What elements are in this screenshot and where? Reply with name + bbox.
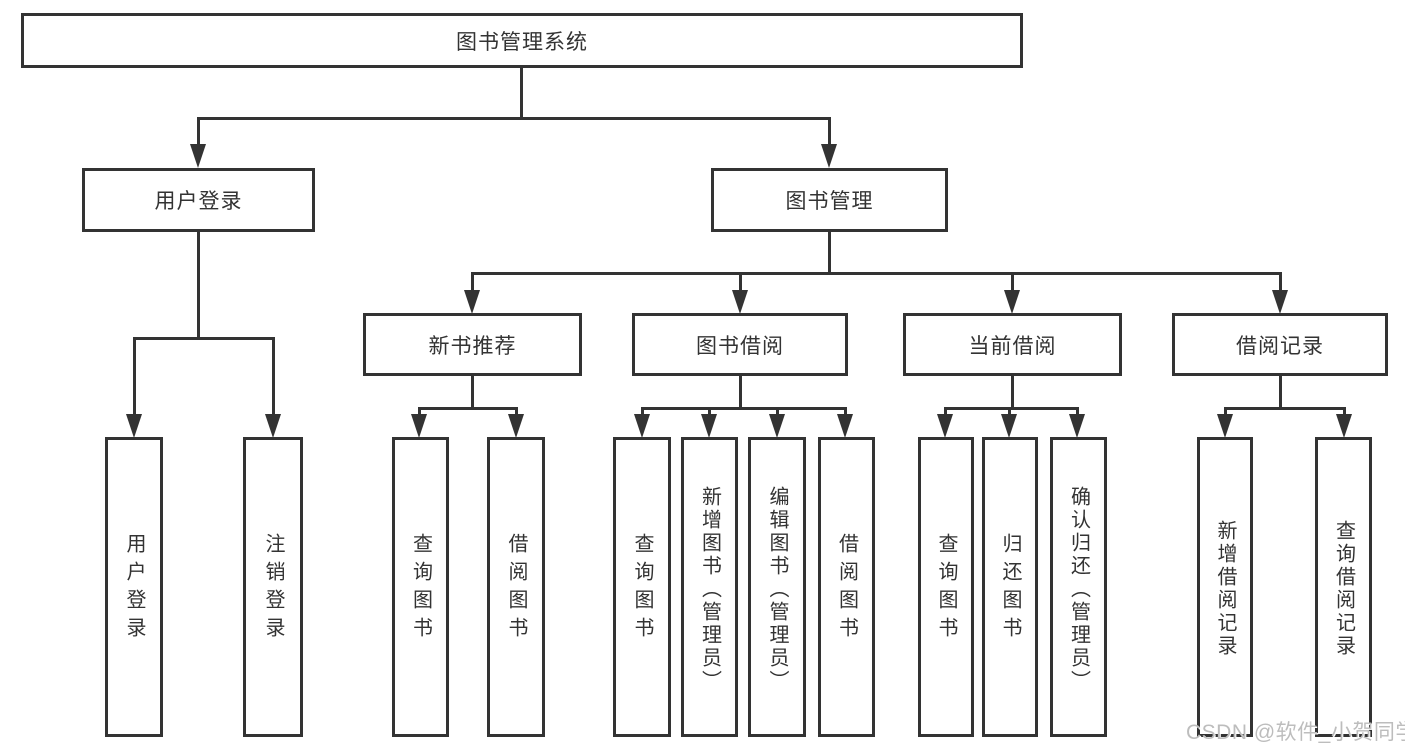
connector-line	[1279, 272, 1282, 292]
connector-line	[515, 407, 518, 419]
connector-line	[739, 272, 742, 292]
arrowhead-down	[1217, 414, 1233, 438]
connector-line	[418, 407, 421, 419]
arrowhead-down	[265, 414, 281, 438]
leaf-user-login: 用户登录	[105, 437, 163, 737]
connector-line	[828, 117, 831, 147]
connector-line	[520, 66, 523, 120]
connector-line	[1011, 272, 1014, 292]
arrowhead-down	[1336, 414, 1352, 438]
connector-line	[197, 117, 830, 120]
arrowhead-down	[1069, 414, 1085, 438]
arrowhead-down	[1272, 290, 1288, 314]
connector-line	[739, 374, 742, 410]
node-new-book-recommend: 新书推荐	[363, 313, 582, 376]
connector-line	[641, 407, 847, 410]
connector-line	[471, 272, 1282, 275]
node-book-borrow: 图书借阅	[632, 313, 848, 376]
connector-line	[1224, 407, 1345, 410]
node-current-borrow: 当前借阅	[903, 313, 1122, 376]
node-user-login: 用户登录	[82, 168, 315, 232]
leaf-edit-books-admin: 编辑图书（管理员）	[748, 437, 806, 737]
connector-line	[133, 337, 275, 340]
arrowhead-down	[769, 414, 785, 438]
arrowhead-down	[634, 414, 650, 438]
leaf-confirm-return-admin: 确认归还（管理员）	[1050, 437, 1107, 737]
connector-line	[471, 272, 474, 292]
connector-line	[944, 407, 947, 419]
csdn-watermark: CSDN @软件_小贺同学	[1186, 721, 1405, 744]
connector-line	[272, 337, 275, 417]
arrowhead-down	[1004, 290, 1020, 314]
leaf-add-borrow-record: 新增借阅记录	[1197, 437, 1253, 737]
connector-line	[1008, 407, 1011, 419]
arrowhead-down	[411, 414, 427, 438]
arrowhead-down	[508, 414, 524, 438]
connector-line	[1011, 374, 1014, 410]
leaf-borrow-books: 借阅图书	[818, 437, 875, 737]
connector-line	[1279, 374, 1282, 410]
connector-line	[844, 407, 847, 419]
leaf-return-books: 归还图书	[982, 437, 1038, 737]
connector-line	[1076, 407, 1079, 419]
connector-line	[1224, 407, 1227, 419]
leaf-borrow-books-recommend: 借阅图书	[487, 437, 545, 737]
connector-line	[776, 407, 779, 419]
leaf-query-books-current: 查询图书	[918, 437, 974, 737]
arrowhead-down	[937, 414, 953, 438]
leaf-query-books-borrow: 查询图书	[613, 437, 671, 737]
connector-line	[418, 407, 518, 410]
node-borrow-records: 借阅记录	[1172, 313, 1388, 376]
connector-line	[471, 374, 474, 410]
connector-line	[197, 230, 200, 340]
node-book-management: 图书管理	[711, 168, 948, 232]
connector-line	[197, 117, 200, 147]
leaf-query-borrow-record: 查询借阅记录	[1315, 437, 1372, 737]
leaf-add-books-admin: 新增图书（管理员）	[681, 437, 738, 737]
connector-line	[133, 337, 136, 417]
connector-line	[641, 407, 644, 419]
connector-line	[828, 230, 831, 275]
connector-line	[708, 407, 711, 419]
arrowhead-down	[1001, 414, 1017, 438]
arrowhead-down	[701, 414, 717, 438]
arrowhead-down	[732, 290, 748, 314]
arrowhead-down	[821, 144, 837, 168]
leaf-logout: 注销登录	[243, 437, 303, 737]
arrowhead-down	[464, 290, 480, 314]
arrowhead-down	[126, 414, 142, 438]
connector-line	[944, 407, 1079, 410]
arrowhead-down	[190, 144, 206, 168]
connector-line	[1343, 407, 1346, 419]
arrowhead-down	[837, 414, 853, 438]
node-root: 图书管理系统	[21, 13, 1023, 68]
leaf-query-books-recommend: 查询图书	[392, 437, 449, 737]
